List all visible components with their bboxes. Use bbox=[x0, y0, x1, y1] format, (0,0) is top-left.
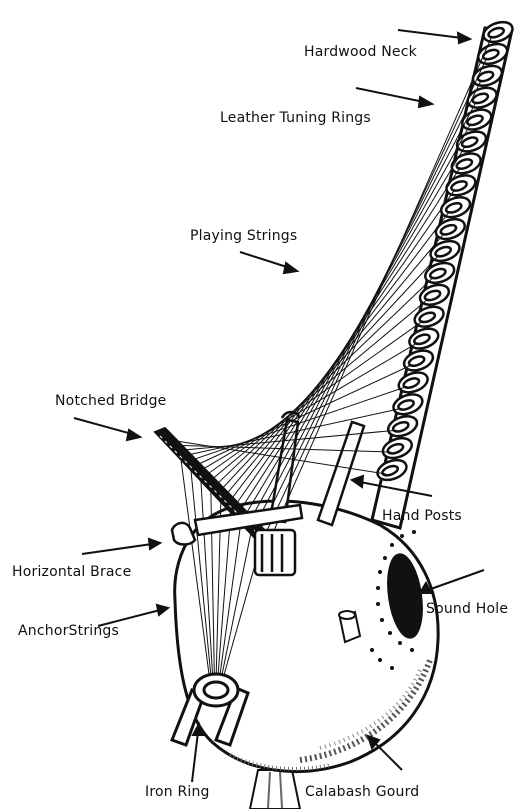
label-hand-posts: Hand Posts bbox=[382, 508, 462, 524]
calabash-gourd-shape bbox=[175, 501, 438, 771]
label-leather-tuning-rings: Leather Tuning Rings bbox=[220, 110, 371, 126]
label-calabash-gourd: Calabash Gourd bbox=[305, 784, 419, 800]
label-sound-hole: Sound Hole bbox=[426, 601, 508, 617]
arrow-iron-ring bbox=[192, 724, 203, 782]
neck-bottom-stub bbox=[250, 770, 300, 809]
label-hardwood-neck: Hardwood Neck bbox=[304, 44, 417, 60]
arrow-leather-tuning-rings bbox=[356, 88, 432, 107]
arrow-notched-bridge bbox=[74, 418, 140, 440]
arrow-hardwood-neck bbox=[398, 30, 470, 43]
label-notched-bridge: Notched Bridge bbox=[55, 393, 167, 409]
arrow-playing-strings bbox=[240, 252, 297, 273]
label-anchor-strings: AnchorStrings bbox=[18, 623, 119, 639]
arrow-horizontal-brace bbox=[82, 539, 160, 554]
label-playing-strings: Playing Strings bbox=[190, 228, 297, 244]
label-iron-ring: Iron Ring bbox=[145, 784, 210, 800]
label-horizontal-brace: Horizontal Brace bbox=[12, 564, 131, 580]
playing-string bbox=[190, 386, 408, 460]
